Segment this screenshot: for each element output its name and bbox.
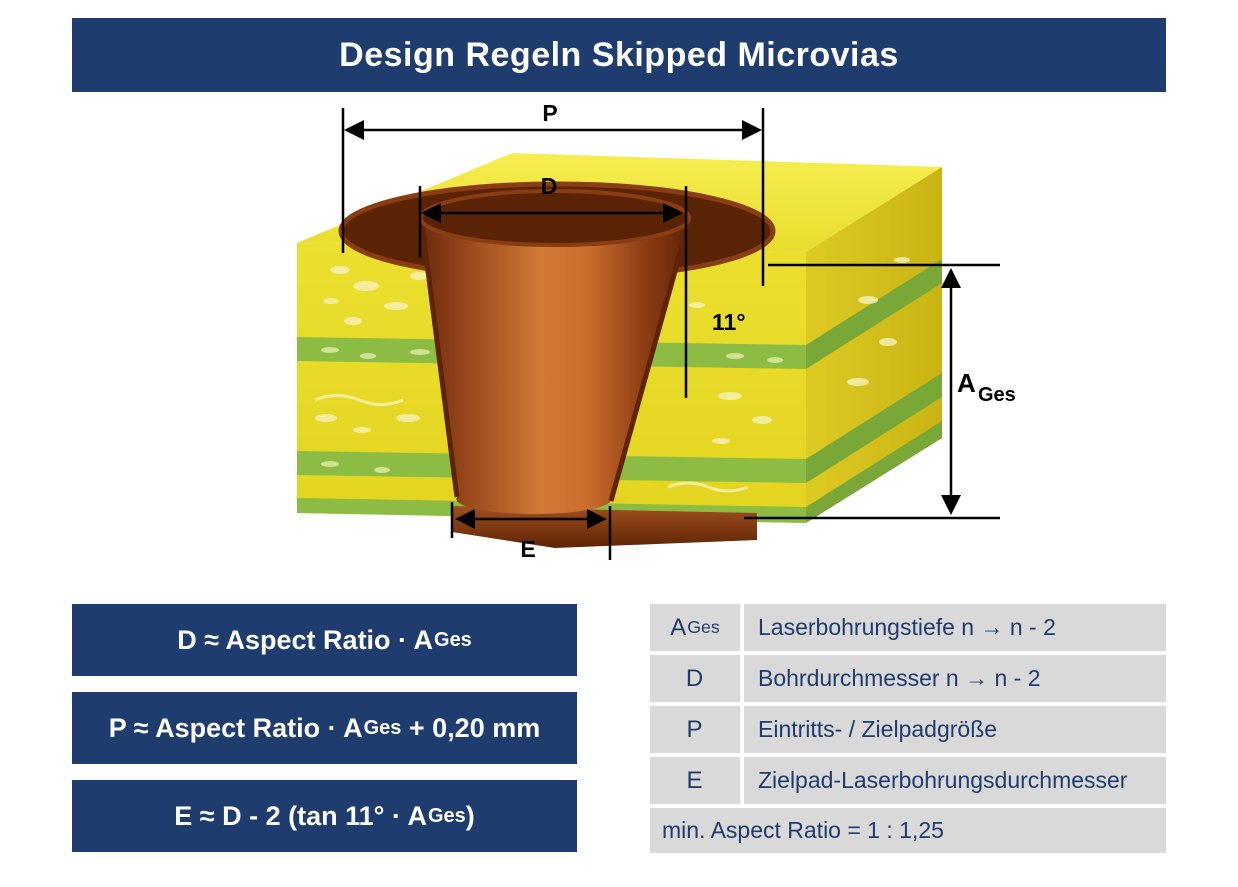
dimension-e	[450, 502, 612, 560]
description-cell: Bohrdurchmesser n → n - 2	[744, 655, 1166, 702]
via-cone	[420, 216, 689, 515]
label-d: D	[541, 173, 558, 199]
label-a-sub: Ges	[978, 384, 1016, 406]
label-angle: 11°	[712, 309, 746, 335]
description-cell: Eintritts- / Zielpadgröße	[744, 706, 1166, 753]
dimension-p	[341, 108, 765, 286]
symbol-cell: P	[650, 706, 740, 753]
dimensions	[341, 108, 1000, 560]
description-cell: Laserbohrungstiefe n → n - 2	[744, 604, 1166, 651]
label-p: P	[542, 100, 557, 126]
page-title: Design Regeln Skipped Microvias	[339, 35, 899, 74]
table-row-d: D Bohrdurchmesser n → n - 2	[650, 655, 1166, 702]
label-a: A	[957, 368, 976, 398]
description-cell: Zielpad-Laserbohrungsdurchmesser	[744, 757, 1166, 804]
fiber-texture	[314, 257, 910, 493]
symbol-cell: E	[650, 757, 740, 804]
table-row-p: P Eintritts- / Zielpadgröße	[650, 706, 1166, 753]
symbol-cell: D	[650, 655, 740, 702]
dimension-ages	[744, 263, 1000, 520]
table-footer: min. Aspect Ratio = 1 : 1,25	[650, 808, 1166, 853]
microvia-diagram: P D 11° E A Ges	[297, 100, 1016, 562]
title-bar: Design Regeln Skipped Microvias	[72, 18, 1166, 92]
label-e: E	[520, 536, 535, 562]
table-row-e: E Zielpad-Laserbohrungsdurchmesser	[650, 757, 1166, 804]
dimension-d	[418, 186, 688, 398]
